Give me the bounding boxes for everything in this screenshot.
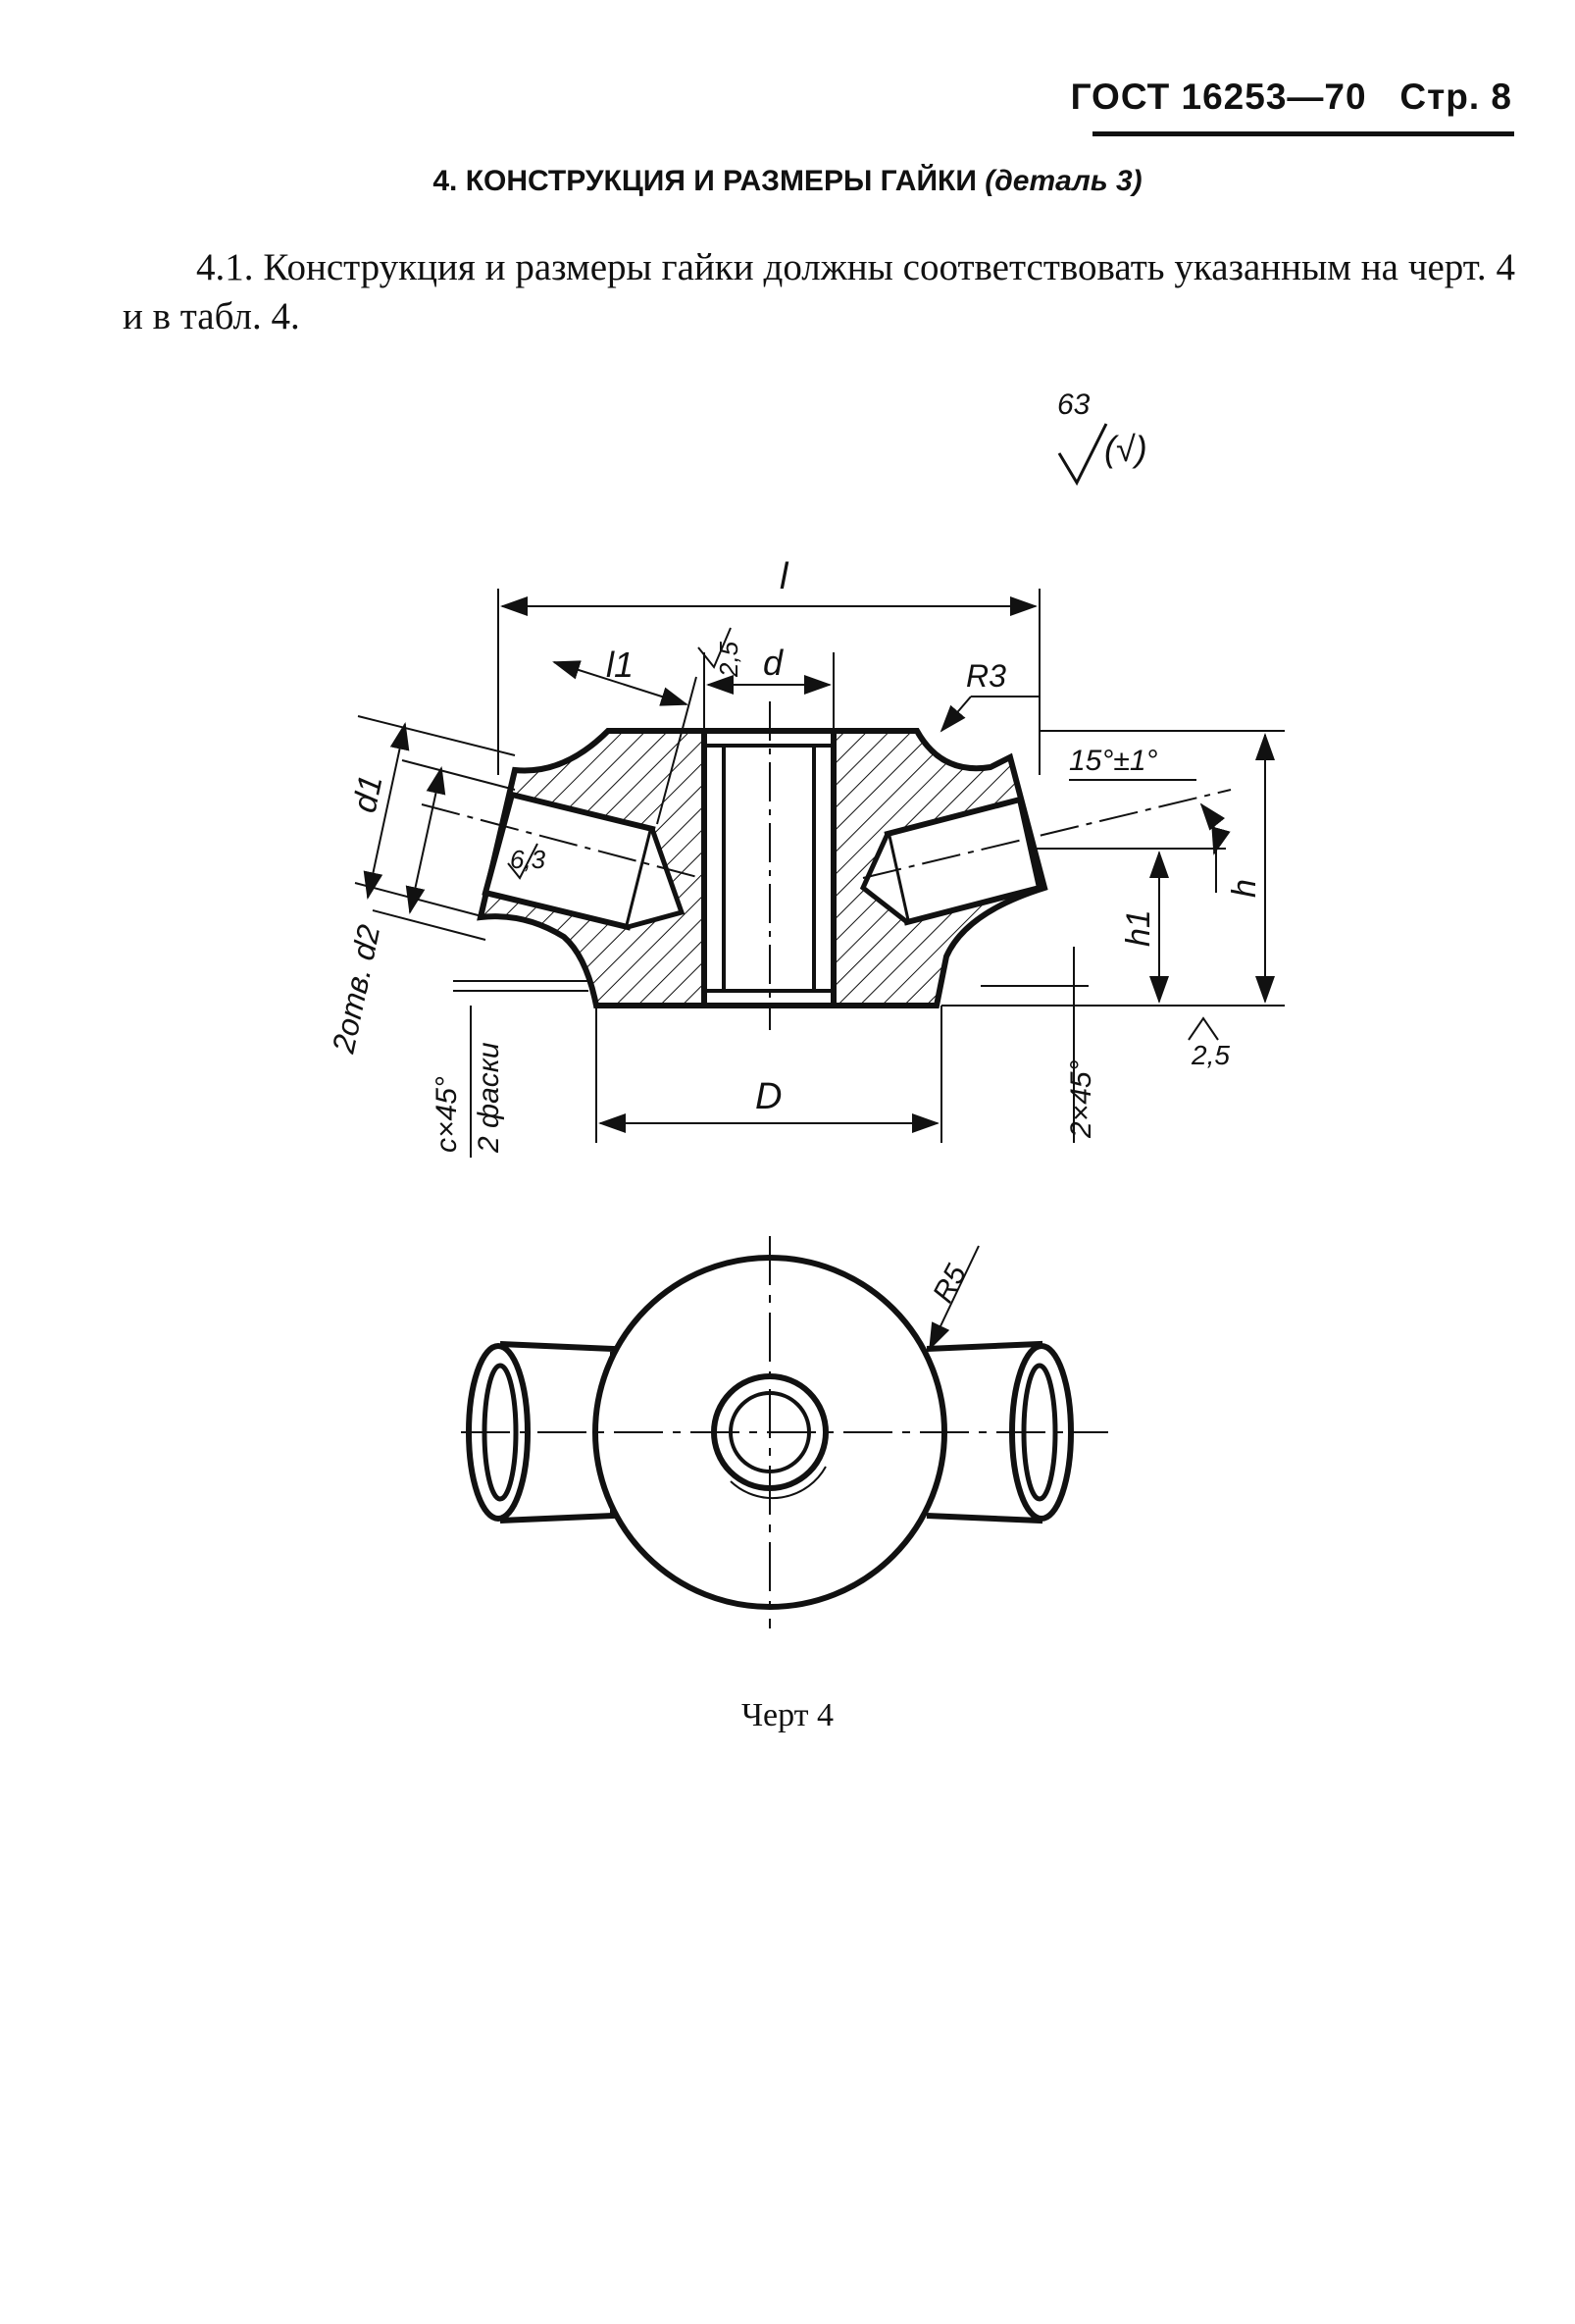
standard-number: ГОСТ 16253—70	[1070, 77, 1367, 117]
roughness-25-bore: 2,5	[714, 641, 743, 678]
dimension-d: d	[763, 643, 784, 683]
dimension-l1: l1	[606, 645, 634, 685]
roughness-bracket: (√)	[1104, 429, 1147, 469]
dimension-h: h	[1226, 879, 1263, 898]
dimension-d1: d1	[346, 772, 390, 816]
dimension-h1: h1	[1120, 909, 1157, 947]
paragraph-number: 4.1.	[196, 246, 254, 288]
dimension-d2: 2отв. d2	[325, 921, 386, 1057]
dimension-D: D	[755, 1076, 782, 1117]
header-rule	[1092, 131, 1514, 136]
paragraph-4-1: 4.1. Конструкция и размеры гайки должны …	[123, 243, 1515, 341]
roughness-63-hole: 6,3	[510, 845, 546, 874]
radius-r5: R5	[927, 1260, 973, 1309]
section-view: l l1 d 2,5 R3 h h1 15°±1° 2,5	[325, 556, 1285, 1158]
dimension-l: l	[780, 556, 789, 597]
chamfer-c-note: 2 фаски	[473, 1042, 505, 1154]
section-part: (деталь 3)	[985, 165, 1143, 197]
radius-r3: R3	[966, 658, 1006, 694]
section-title: 4. КОНСТРУКЦИЯ И РАЗМЕРЫ ГАЙКИ (деталь 3…	[0, 165, 1575, 198]
chamfer-2: 2×45°	[1065, 1059, 1097, 1139]
plan-view: R5	[461, 1236, 1108, 1628]
roughness-symbol: 63 (√)	[1057, 388, 1147, 487]
chamfer-c: c×45°	[431, 1076, 463, 1153]
angle-15: 15°±1°	[1069, 745, 1158, 777]
roughness-25-bottom: 2,5	[1191, 1040, 1230, 1070]
section-title-text: 4. КОНСТРУКЦИЯ И РАЗМЕРЫ ГАЙКИ	[432, 165, 977, 197]
page-header: ГОСТ 16253—70 Стр. 8	[1071, 77, 1512, 118]
paragraph-text: Конструкция и размеры гайки должны соотв…	[123, 246, 1515, 337]
page-number: Стр. 8	[1399, 77, 1512, 117]
roughness-general-value: 63	[1057, 388, 1091, 421]
figure-caption: Черт 4	[740, 1697, 835, 1733]
